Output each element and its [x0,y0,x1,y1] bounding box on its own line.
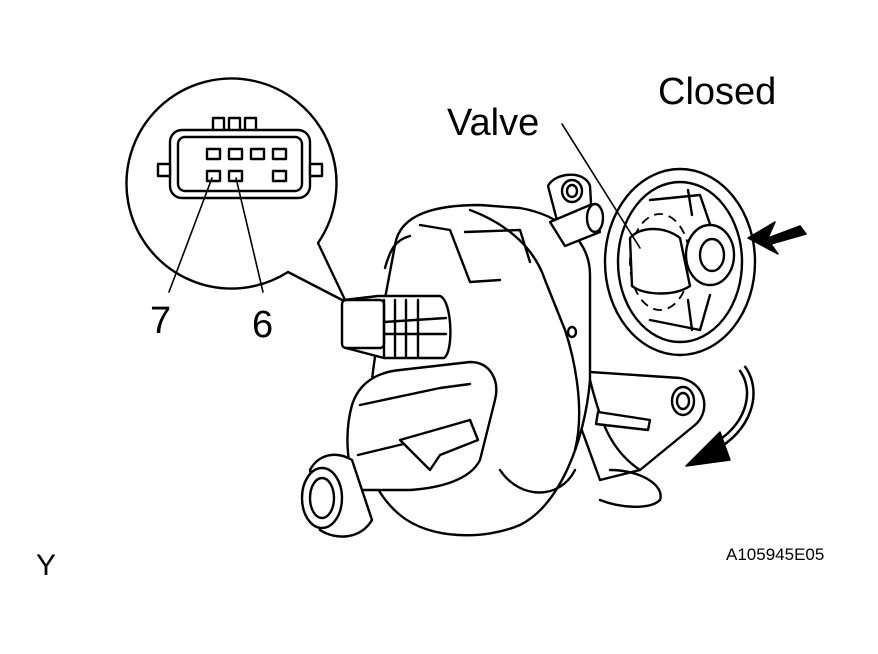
curved-arrow-icon [685,365,755,467]
figure-code: A105945E05 [726,545,824,564]
valve-port [603,167,757,357]
connector-face [156,116,324,200]
terminal-7-cavity [205,169,222,183]
terminal-6-leader [235,177,264,293]
closed-label: Closed [658,71,776,113]
terminal-6-cavity [227,169,244,183]
terminal-cavity [271,147,288,161]
terminal-cavity [205,147,222,161]
terminal-cavity [271,169,288,183]
terminal-cavity [249,147,266,161]
valve-label: Valve [447,102,539,144]
valve-leader [561,123,641,249]
side-rod [594,410,652,432]
view-label: Y [36,549,56,582]
terminal-7-leader [168,177,213,293]
terminal-cavity [227,147,244,161]
body-connector [340,294,452,360]
terminal-6-label: 6 [252,304,273,346]
terminal-7-label: 7 [150,300,171,342]
arrow-left-icon [747,221,807,255]
upper-tube [548,202,605,248]
